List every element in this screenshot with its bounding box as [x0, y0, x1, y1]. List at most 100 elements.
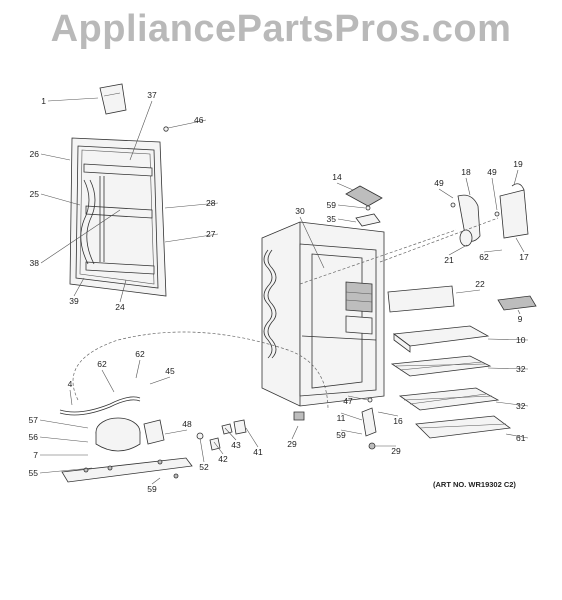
- callout-leader-c48: [164, 429, 188, 435]
- leveling-foot: [293, 411, 305, 421]
- door-shelf-middle: [85, 205, 153, 219]
- interior-parts: [387, 285, 537, 439]
- callout-leader-c35: [337, 218, 357, 223]
- callout-label-c22: 22: [475, 279, 485, 289]
- callout-label-c62a: 62: [479, 252, 489, 262]
- callout-leader-c16: [377, 411, 399, 417]
- callout-leader-c22: [455, 289, 481, 294]
- callout-leader-c59c: [151, 477, 161, 485]
- callout-label-c38: 38: [30, 258, 40, 268]
- callout-label-c19: 19: [513, 159, 523, 169]
- callout-leader-c9: [517, 309, 521, 315]
- callout-label-c4: 4: [68, 379, 73, 389]
- callout-label-c9: 9: [518, 314, 523, 324]
- callout-leader-c52: [199, 437, 205, 463]
- callout-leader-c45: [149, 376, 171, 385]
- callout-label-c48: 48: [182, 419, 192, 429]
- callout-label-c61: 61: [516, 433, 526, 443]
- callout-label-c27: 27: [206, 229, 216, 239]
- callout-label-c35: 35: [327, 214, 337, 224]
- callout-label-c32a: 32: [516, 364, 526, 374]
- callout-leader-c11: [340, 412, 363, 421]
- callout-label-c59b: 59: [336, 430, 346, 440]
- callout-label-c59a: 59: [327, 200, 337, 210]
- callout-label-c56: 56: [29, 432, 39, 442]
- callout-leader-c39: [73, 277, 85, 297]
- callout-leader-c38: [40, 209, 121, 264]
- thermostat-part: [499, 189, 529, 239]
- control-assembly: [299, 183, 529, 285]
- callout-label-c11: 11: [337, 413, 346, 423]
- callout-label-c29b: 29: [287, 439, 297, 449]
- callout-label-c55: 55: [29, 468, 39, 478]
- callout-leader-c18: [465, 177, 471, 196]
- cabinet-liner: [299, 243, 377, 397]
- callout-label-c18: 18: [461, 167, 471, 177]
- screw-part: [163, 126, 169, 132]
- callout-leader-c46: [167, 119, 207, 129]
- callout-label-c30: 30: [295, 206, 305, 216]
- callout-label-c14: 14: [332, 172, 342, 182]
- callout-label-c7: 7: [33, 450, 38, 460]
- door-shelf-lower: [85, 261, 155, 275]
- callout-label-c10: 10: [516, 335, 526, 345]
- callout-leader-c26: [40, 153, 71, 161]
- callout-label-c24: 24: [115, 302, 125, 312]
- callout-label-c49a: 49: [434, 178, 444, 188]
- callout-leader-c43: [224, 427, 237, 441]
- callout-label-c46: 46: [194, 115, 204, 125]
- relay-part: [143, 419, 165, 445]
- callout-label-c59c: 59: [147, 484, 157, 494]
- callout-leader-c49b: [491, 177, 498, 211]
- callout-leader-c41: [245, 427, 259, 448]
- glass-shelf-part: [415, 415, 512, 439]
- callout-leader-c30: [299, 216, 325, 269]
- callout-leader-c56: [39, 436, 89, 443]
- callout-label-c26: 26: [30, 149, 40, 159]
- callout-label-c47: 47: [343, 396, 353, 406]
- callout-label-c41: 41: [253, 447, 263, 457]
- callout-leader-c28: [164, 202, 219, 209]
- callout-leader-c32a: [487, 367, 529, 370]
- callout-leader-c25: [40, 193, 81, 206]
- callout-leader-c57: [39, 419, 89, 429]
- callout-leader-c27: [164, 233, 219, 243]
- control-knob: [459, 229, 473, 247]
- callout-label-c43: 43: [231, 440, 241, 450]
- callout-leader-c19: [513, 169, 519, 186]
- evaporator-part: [345, 281, 373, 313]
- callout-leader-c32b: [495, 401, 529, 407]
- ice-cube-tray-part: [497, 295, 537, 311]
- callout-leader-c61: [505, 433, 529, 439]
- base-plate-part: [61, 457, 193, 483]
- callout-label-c37: 37: [147, 90, 157, 100]
- callout-leader-c55: [39, 467, 93, 474]
- callout-label-c57: 57: [29, 415, 39, 425]
- bottom-hinge-assembly: [361, 397, 377, 450]
- door-outer: [69, 137, 167, 297]
- callout-label-c32b: 32: [516, 401, 526, 411]
- callout-leader-c29b: [291, 425, 299, 440]
- overload-part: [233, 419, 247, 435]
- callout-leader-c24: [119, 279, 127, 303]
- watermark: AppliancePartsPros.com: [50, 8, 512, 50]
- callout-leader-c4: [69, 389, 73, 406]
- bottom-hinge-part: [361, 407, 377, 437]
- callout-leader-c49a: [438, 188, 454, 199]
- callout-label-c49b: 49: [487, 167, 497, 177]
- callout-label-c45: 45: [165, 366, 175, 376]
- callout-leader-c59b: [340, 429, 363, 435]
- callout-label-c62b: 62: [97, 359, 107, 369]
- callout-label-c42: 42: [218, 454, 228, 464]
- callout-leader-c1: [47, 97, 99, 102]
- owners-manual-part: [99, 83, 127, 115]
- crisper-cover-part: [392, 325, 490, 347]
- callout-label-c17: 17: [519, 252, 529, 262]
- art-number-caption: (ART NO. WR19302 C2): [433, 480, 516, 489]
- top-hinge-assembly: [345, 185, 383, 227]
- callout-leader-c62a: [483, 249, 503, 253]
- door-assembly: [69, 83, 169, 297]
- callout-leader-c17: [515, 237, 525, 253]
